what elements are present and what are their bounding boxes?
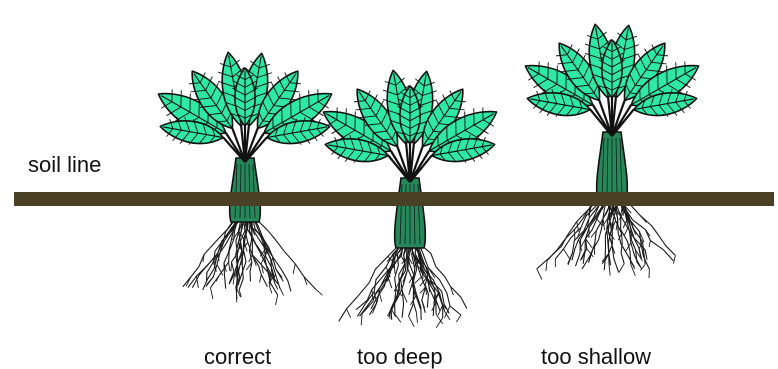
root-system (183, 218, 323, 305)
label-too-deep: too deep (357, 346, 443, 368)
soil-line-bar (14, 192, 774, 206)
plant-correct (158, 52, 331, 305)
root-system (537, 196, 676, 280)
foliage (323, 70, 496, 182)
label-correct: correct (204, 346, 271, 368)
foliage (525, 24, 698, 136)
label-too-shallow: too shallow (541, 346, 651, 368)
root (371, 244, 405, 309)
foliage (158, 52, 331, 162)
root (255, 218, 316, 289)
root-system (339, 244, 467, 328)
soil-line-label: soil line (28, 154, 101, 176)
plant-too-shallow (525, 24, 698, 279)
